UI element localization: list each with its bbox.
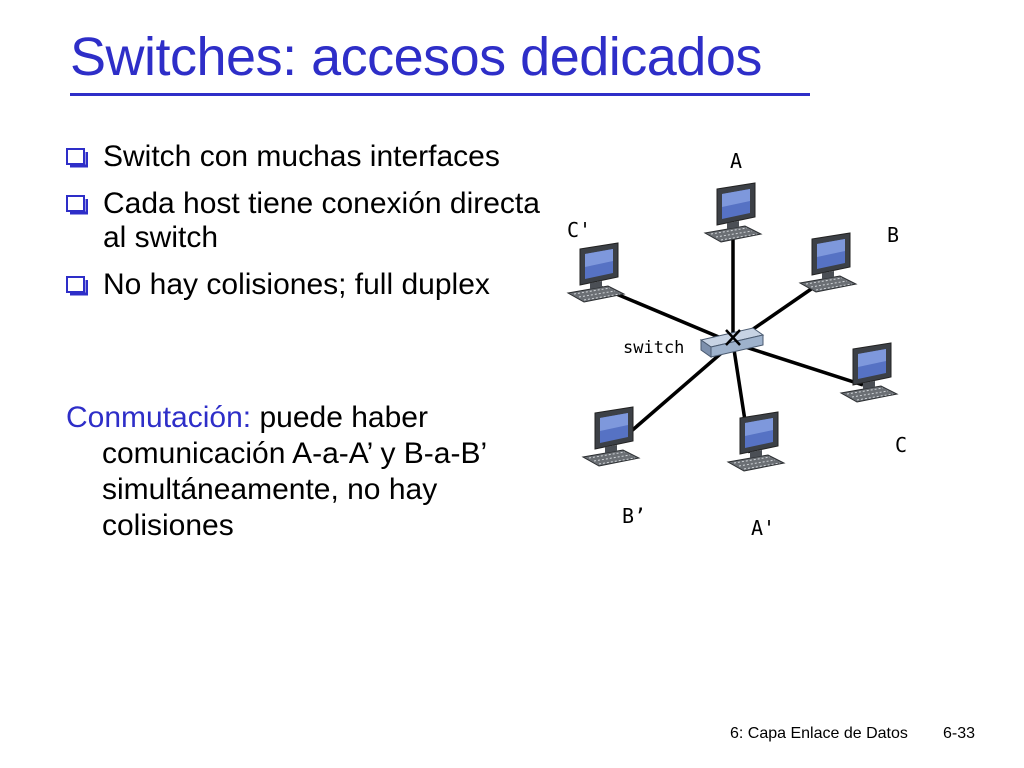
checkbox-bullet-icon bbox=[66, 276, 88, 296]
switch-x-icon bbox=[699, 327, 765, 358]
conmutacion-paragraph: Conmutación: puede haber comunicación A-… bbox=[66, 400, 566, 544]
host-a-prime-computer-icon bbox=[727, 411, 785, 472]
conmutacion-label: Conmutación: bbox=[66, 401, 252, 434]
conmutacion-text-first: puede haber bbox=[259, 401, 428, 434]
title-underline bbox=[70, 93, 810, 96]
slide-title: Switches: accesos dedicados bbox=[70, 27, 762, 87]
conmutacion-text-rest: comunicación A-a-A’ y B-a-B’ simultáneam… bbox=[102, 437, 487, 542]
bullet-text: Cada host tiene conexión directa al swit… bbox=[103, 187, 540, 254]
host-label-a-prime: A' bbox=[751, 516, 775, 540]
bullet-text: Switch con muchas interfaces bbox=[103, 140, 500, 173]
bullet-item: Cada host tiene conexión directa al swit… bbox=[66, 187, 566, 255]
host-label-c: C bbox=[895, 433, 907, 457]
checkbox-bullet-icon bbox=[66, 195, 88, 215]
host-label-c-prime: C' bbox=[567, 218, 591, 242]
host-c-computer-icon bbox=[840, 342, 898, 403]
bullet-list: Switch con muchas interfaces Cada host t… bbox=[66, 140, 566, 315]
switch-network-diagram: A B C A' B’ C' switch bbox=[567, 149, 907, 540]
host-b-computer-icon bbox=[799, 232, 857, 293]
footer-page-number: 6-33 bbox=[943, 725, 976, 742]
bullet-item: Switch con muchas interfaces bbox=[66, 140, 566, 174]
host-c-prime-computer-icon bbox=[567, 242, 625, 303]
bullet-item: No hay colisiones; full duplex bbox=[66, 268, 566, 302]
switch-label: switch bbox=[623, 338, 684, 358]
footer-chapter: 6: Capa Enlace de Datos bbox=[730, 725, 908, 742]
host-a-computer-icon bbox=[704, 182, 762, 243]
host-label-a: A bbox=[730, 149, 742, 173]
checkbox-bullet-icon bbox=[66, 148, 88, 168]
bullet-text: No hay colisiones; full duplex bbox=[103, 268, 490, 301]
host-label-b: B bbox=[887, 223, 899, 247]
host-b-prime-computer-icon bbox=[582, 406, 640, 467]
host-label-b-prime: B’ bbox=[622, 504, 646, 528]
